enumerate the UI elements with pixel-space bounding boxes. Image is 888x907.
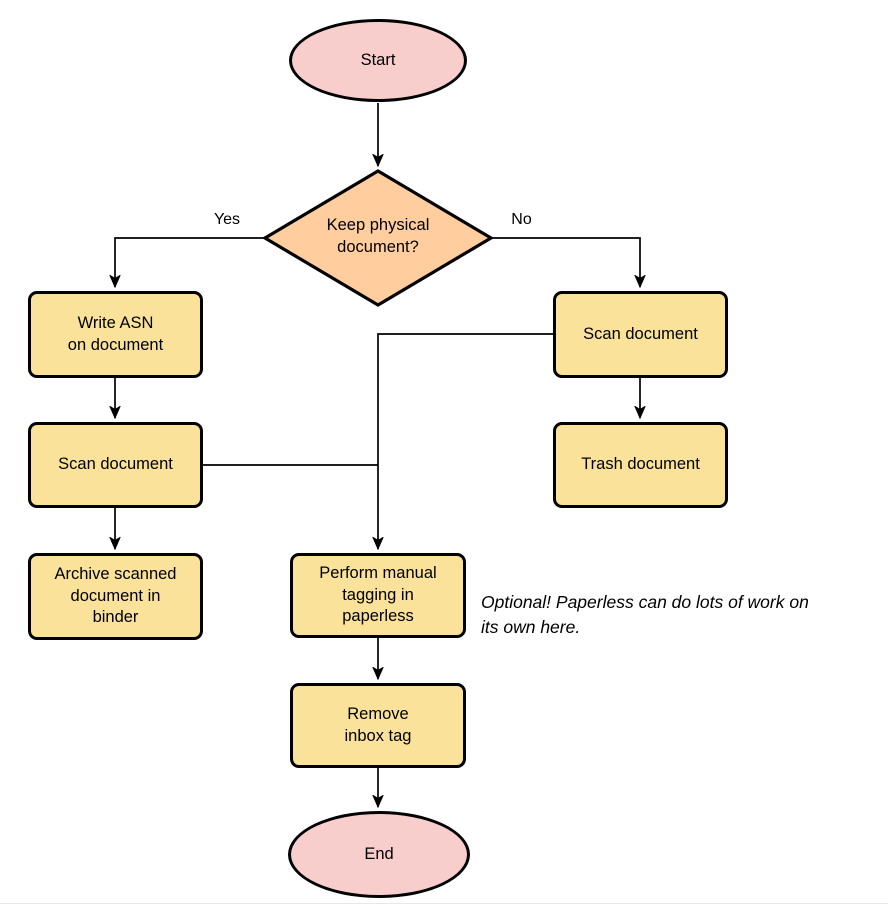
node-write-asn-label: Write ASN on document [67,314,164,354]
node-decision-label: Keep physical document? [326,216,430,257]
page-bottom-divider [0,903,888,904]
note-optional: Optional! Paperless can do lots of work … [481,592,809,637]
node-write-asn: Write ASN on document [28,291,203,378]
edge-label-yes: Yes [213,211,241,228]
edge-decision-yes [115,237,265,287]
node-manual-tagging-label: Perform manual tagging in paperless [319,564,437,626]
node-trash-document-label: Trash document [581,455,700,474]
edge-decision-no [491,237,640,287]
node-end: End [288,811,470,898]
node-trash-document: Trash document [553,422,728,508]
node-scan-document-right-label: Scan document [583,324,698,343]
edge-label-no: No [511,211,532,228]
node-remove-inbox-tag: Remove inbox tag [290,683,466,768]
edge-scanright-to-tagging [378,333,553,549]
decision-shape [261,169,495,307]
node-start: Start [289,19,467,102]
node-scan-document-right: Scan document [553,291,728,378]
node-remove-inbox-tag-label: Remove inbox tag [344,705,412,745]
node-manual-tagging: Perform manual tagging in paperless [290,553,466,638]
node-scan-document-left-label: Scan document [58,455,173,474]
node-start-label: Start [360,50,396,69]
node-scan-document-left: Scan document [28,422,203,508]
node-end-label: End [364,844,394,863]
node-archive-document: Archive scanned document in binder [28,553,203,640]
node-archive-document-label: Archive scanned document in binder [54,565,177,627]
